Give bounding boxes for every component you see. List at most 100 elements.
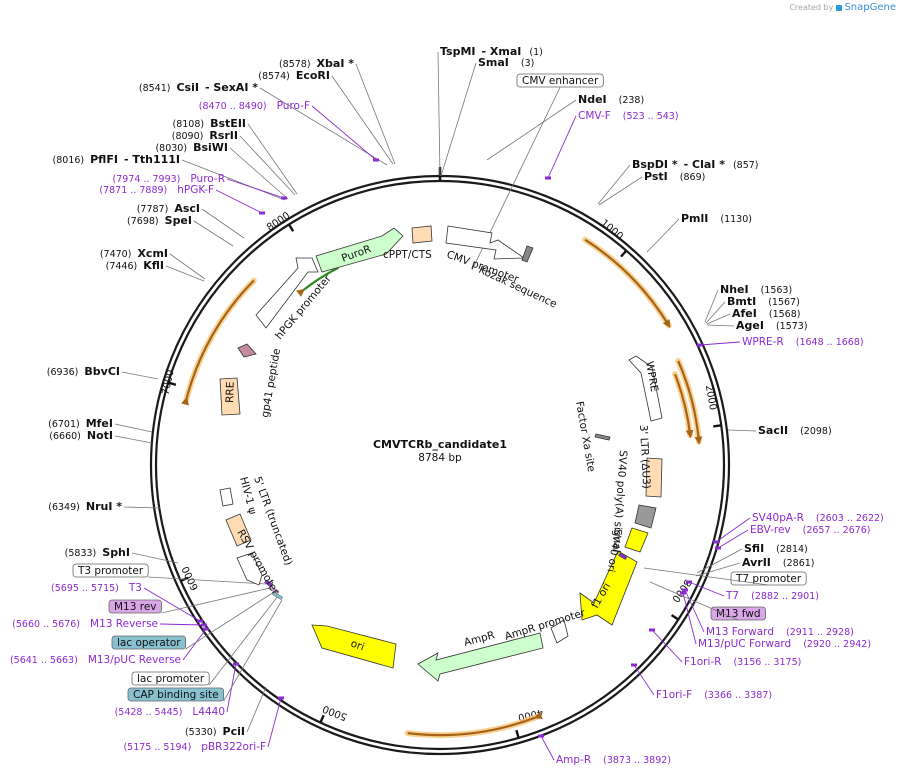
primer-4[interactable]: T7(2882 .. 2901) (686, 580, 819, 603)
boxed-feature-0[interactable]: CMV enhancer (471, 73, 604, 271)
site-pos-17: (6701) (48, 419, 80, 430)
primer-10[interactable]: pBR322ori-F(5175 .. 5194) (123, 696, 284, 754)
site-leader-27 (259, 87, 388, 166)
site-29[interactable]: XbaI *(8578) (279, 57, 396, 165)
feature-shape-12 (579, 550, 638, 626)
site-pos-2: (238) (619, 95, 645, 106)
site-pos-11: (2814) (776, 544, 808, 555)
site-7[interactable]: BmtI(1567) (705, 295, 800, 324)
site-suffix-0: - XmaI (482, 45, 522, 58)
boxed-feature-4[interactable]: M13 rev (108, 587, 271, 614)
site-15[interactable]: NruI *(6349) (48, 500, 161, 513)
primer-7[interactable]: F1ori-R(3156 .. 3175) (649, 628, 801, 669)
site-9[interactable]: AgeI(1573) (706, 319, 808, 332)
site-suffix-3: - ClaI * (684, 158, 726, 171)
primer-leader-9 (540, 735, 555, 761)
site-12[interactable]: AvrII(2861) (695, 556, 815, 577)
site-10[interactable]: SacII(2098) (727, 424, 832, 437)
site-leader-4 (598, 176, 643, 206)
primer-name-11: L4440 (192, 706, 225, 718)
site-13[interactable]: PciI(5330) (185, 686, 267, 738)
site-5[interactable]: PmlI(1130) (646, 212, 752, 253)
primer-1[interactable]: WPRE-R(1648 .. 1668) (697, 336, 864, 348)
boxed-feature-label-1: T7 promoter (735, 573, 802, 585)
boxed-feature-7[interactable]: CAP binding site (127, 599, 283, 702)
plasmid-name: CMVTCRb_candidate1 (373, 438, 507, 451)
site-name-2: NdeI (578, 93, 607, 106)
primer-12[interactable]: M13/pUC Reverse(5641 .. 5663) (10, 627, 209, 667)
primer-mark-1 (697, 343, 703, 347)
site-pos-3: (857) (733, 160, 759, 171)
site-24[interactable]: BsiWI(8030) (155, 141, 289, 200)
primer-13[interactable]: M13 Reverse(5660 .. 5676) (12, 618, 207, 630)
primer-name-1: WPRE-R (742, 336, 784, 348)
primer-0[interactable]: CMV-F(523 .. 543) (545, 110, 679, 180)
primer-6[interactable]: M13/pUC Forward(2920 .. 2942) (680, 591, 871, 651)
boxed-feature-2[interactable]: M13 fwd (649, 581, 766, 621)
boxed-feature-5[interactable]: lac operator (111, 591, 275, 650)
primer-name-2: SV40pA-R (752, 512, 804, 524)
site-17[interactable]: MfeI(6701) (48, 417, 153, 433)
site-leader-10 (727, 429, 757, 432)
site-4[interactable]: PstI(869) (598, 170, 705, 206)
boxed-feature-label-3: T3 promoter (77, 565, 144, 577)
site-21[interactable]: SpeI(7698) (127, 214, 234, 247)
site-pos-15: (6349) (48, 502, 80, 513)
site-18[interactable]: BbvCI(6936) (47, 365, 159, 380)
ruler-label-1: 2000 (703, 384, 718, 411)
feature-shape-14 (417, 632, 544, 682)
primer-14[interactable]: T3(5695 .. 5715) (51, 582, 203, 623)
primer-16[interactable]: Puro-R(7974 .. 7993) (113, 173, 287, 200)
primer-mark-5 (682, 588, 688, 592)
site-name-7: BmtI (727, 295, 756, 308)
primer-15[interactable]: hPGK-F(7871 .. 7889) (99, 184, 265, 215)
site-11[interactable]: SfiI(2814) (696, 542, 808, 574)
primer-17[interactable]: Puro-F(8470 .. 8490) (199, 100, 379, 162)
primer-5[interactable]: M13 Forward(2911 .. 2928) (682, 588, 854, 639)
site-3[interactable]: BspDI *- ClaI *(857) (597, 158, 759, 205)
primer-range-6: (2920 .. 2942) (803, 639, 871, 650)
site-1[interactable]: SmaI(3) (440, 56, 534, 177)
primer-8[interactable]: F1ori-F(3366 .. 3387) (631, 663, 772, 702)
site-pos-23: (8016) (53, 155, 85, 166)
site-28[interactable]: EcoRI(8574) (258, 69, 394, 165)
primer-leader-13 (159, 623, 205, 626)
primer-mark-12 (203, 627, 209, 631)
boxed-feature-6[interactable]: lac promoter (131, 595, 279, 686)
site-name-19: KflI (143, 259, 164, 272)
site-25[interactable]: RsrII(8090) (172, 129, 296, 196)
site-leader-0 (437, 51, 441, 177)
site-14[interactable]: SphI(5833) (65, 546, 179, 564)
primer-2[interactable]: SV40pA-R(2603 .. 2622) (713, 512, 884, 544)
feature-label-7: WPRE (643, 360, 660, 392)
primer-9[interactable]: Amp-R(3873 .. 3892) (538, 734, 671, 767)
site-pos-22: (7787) (137, 204, 169, 215)
site-19[interactable]: KflI(7446) (106, 259, 205, 282)
site-20[interactable]: XcmI(7470) (100, 247, 206, 280)
site-16[interactable]: NotI(6660) (49, 429, 153, 444)
primer-range-5: (2911 .. 2928) (786, 627, 854, 638)
primer-range-9: (3873 .. 3892) (603, 755, 671, 766)
ruler-tick-7 (287, 223, 295, 232)
site-26[interactable]: BstEII(8108) (173, 117, 298, 195)
primer-name-13: M13 Reverse (90, 618, 158, 630)
ruler-tick-3 (515, 729, 520, 739)
site-name-22: AscI (174, 202, 200, 215)
site-6[interactable]: NheI(1563) (704, 283, 792, 323)
site-22[interactable]: AscI (7787) (137, 202, 245, 239)
site-2[interactable]: NdeI (238) (486, 93, 645, 161)
plasmid-length: 8784 bp (418, 452, 462, 464)
primer-range-16: (7974 .. 7993) (113, 174, 181, 185)
site-0[interactable]: TspMI- XmaI(1) (437, 45, 543, 177)
boxed-feature-3[interactable]: T3 promoter (72, 563, 267, 585)
primer-name-4: T7 (725, 590, 739, 602)
boxed-feature-label-2: M13 fwd (716, 608, 761, 620)
site-27[interactable]: - SexAI *CsiI(8541) (139, 81, 388, 166)
site-leader-29 (355, 63, 396, 165)
site-8[interactable]: AfeI(1568) (706, 307, 800, 325)
site-pos-14: (5833) (65, 548, 97, 559)
boxed-feature-1[interactable]: T7 promoter (643, 567, 807, 586)
primer-3[interactable]: EBV-rev(2657 .. 2676) (715, 524, 871, 550)
